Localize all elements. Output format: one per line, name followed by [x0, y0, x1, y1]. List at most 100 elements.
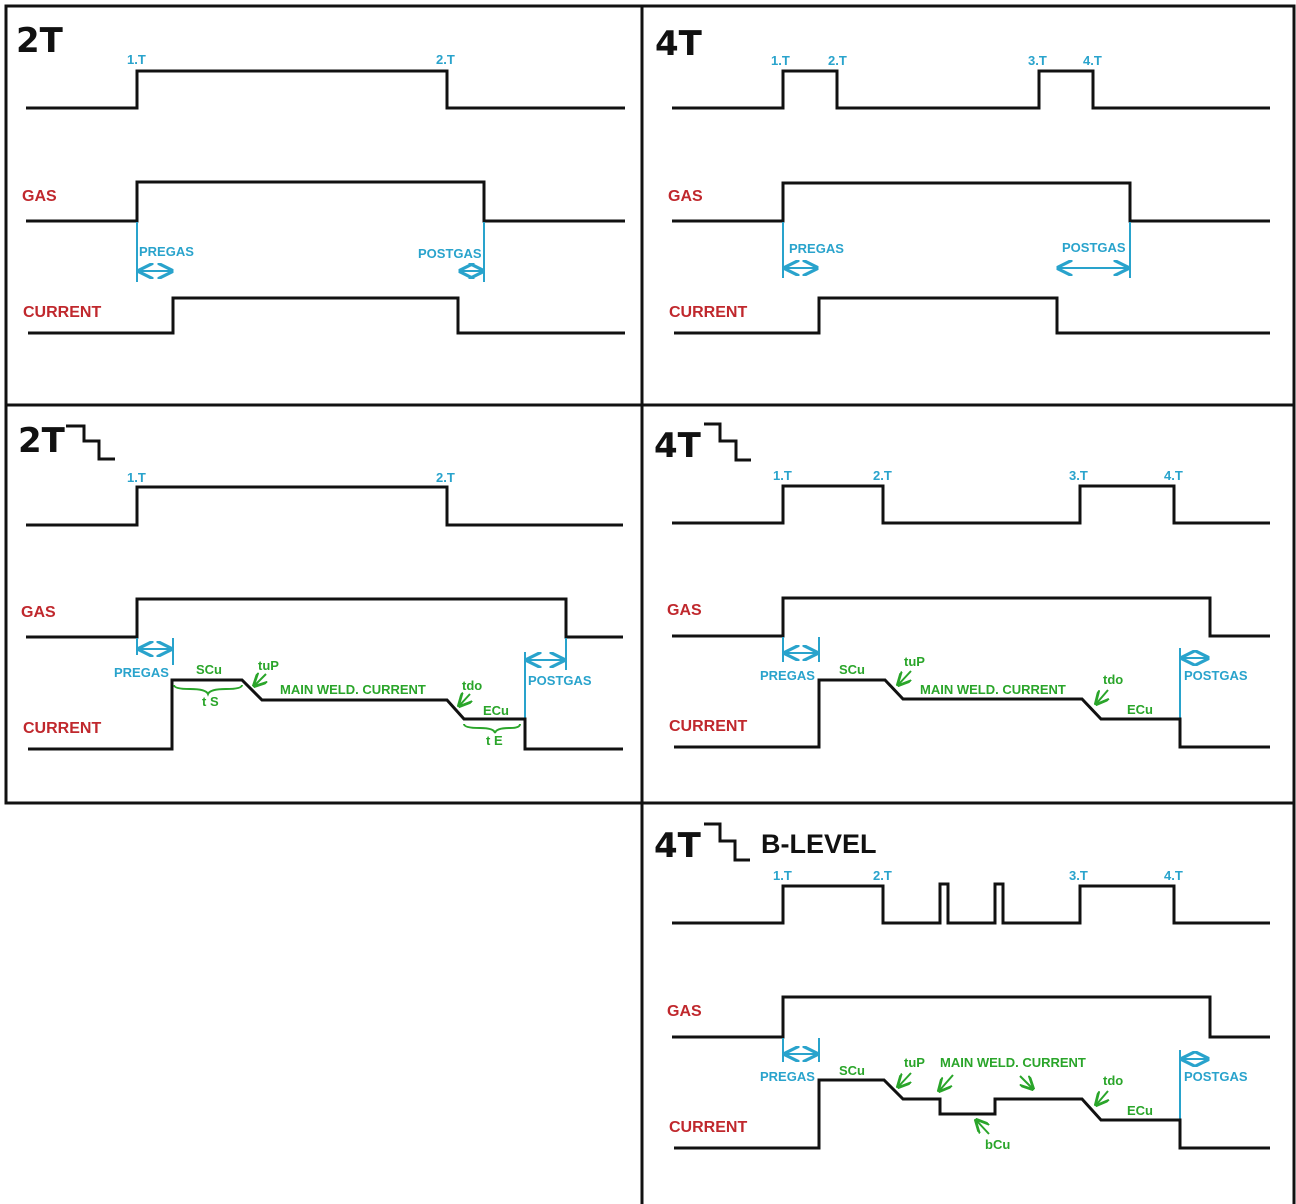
start-current-label: SCu	[839, 1063, 865, 1078]
main-current-arrow-right	[1020, 1076, 1033, 1089]
current-label: CURRENT	[669, 718, 747, 735]
upslope-label: tuP	[258, 658, 279, 673]
postgas-label: POSTGAS	[528, 673, 592, 688]
downslope-label: tdo	[462, 678, 482, 693]
gas-signal	[672, 596, 1270, 638]
postgas-label: POSTGAS	[418, 246, 482, 261]
pregas-label: PREGAS	[789, 241, 844, 256]
panel-frames	[4, 4, 1296, 1204]
panel-title: 4T	[655, 24, 703, 64]
start-current-label: SCu	[839, 662, 865, 677]
gas-signal	[26, 597, 623, 639]
upslope-label: tuP	[904, 654, 925, 669]
slope-symbol-icon	[704, 822, 750, 862]
end-time-brace	[463, 723, 521, 734]
panel-title: 2T	[18, 421, 66, 461]
downslope-label: tdo	[1103, 672, 1123, 687]
current-label: CURRENT	[23, 304, 101, 321]
panel-4t-b-level: 4T B-LEVEL 1.T 2.T 3.T 4.T GAS PREGAS PO…	[654, 822, 1270, 1152]
panel-title: 2T	[16, 21, 64, 61]
main-weld-current-label: MAIN WELD. CURRENT	[920, 682, 1066, 697]
start-current-label: SCu	[196, 662, 222, 677]
downslope-arrow	[459, 694, 470, 706]
gas-label: GAS	[22, 188, 57, 205]
trigger-label-1: 1.T	[773, 468, 792, 483]
trigger-label-2: 2.T	[436, 52, 455, 67]
panel-2t: 2T 1.T 2.T GAS PREGAS POSTGAS CURRENT	[16, 21, 625, 335]
upslope-arrow	[254, 674, 266, 686]
pregas-label: PREGAS	[114, 665, 169, 680]
downslope-arrow	[1096, 1090, 1108, 1105]
current-signal	[674, 1078, 1270, 1150]
main-current-arrow-left	[939, 1074, 954, 1091]
gas-signal	[672, 995, 1270, 1039]
trigger-label-2: 2.T	[873, 868, 892, 883]
panel-frame-4t-slope	[640, 403, 1296, 805]
slope-symbol-icon	[704, 422, 751, 462]
postgas-label: POSTGAS	[1184, 1069, 1248, 1084]
start-time-label: t S	[202, 694, 219, 709]
trigger-label-2: 2.T	[873, 468, 892, 483]
start-time-brace	[173, 684, 243, 697]
main-weld-current-label: MAIN WELD. CURRENT	[940, 1055, 1086, 1070]
b-current-label: bCu	[985, 1137, 1010, 1152]
gas-label: GAS	[667, 1003, 702, 1020]
end-time-label: t E	[486, 733, 503, 748]
panel-title: 4T	[654, 426, 702, 466]
pregas-label: PREGAS	[760, 668, 815, 683]
trigger-label-2: 2.T	[436, 470, 455, 485]
end-current-label: ECu	[1127, 702, 1153, 717]
trigger-label-3: 3.T	[1028, 53, 1047, 68]
downslope-arrow	[1096, 689, 1108, 704]
trigger-label-3: 3.T	[1069, 868, 1088, 883]
panel-title-suffix: B-LEVEL	[761, 829, 877, 859]
gas-label: GAS	[21, 604, 56, 621]
current-label: CURRENT	[669, 1119, 747, 1136]
trigger-label-4: 4.T	[1164, 868, 1183, 883]
panel-frame-4t	[640, 4, 1296, 407]
upslope-arrow	[898, 670, 912, 685]
end-current-label: ECu	[483, 703, 509, 718]
current-signal	[674, 296, 1270, 335]
trigger-label-4: 4.T	[1083, 53, 1102, 68]
trigger-label-2: 2.T	[828, 53, 847, 68]
trigger-label-1: 1.T	[127, 52, 146, 67]
b-current-arrow	[976, 1120, 990, 1135]
panel-2t-slope: 2T 1.T 2.T GAS PREGAS POSTGAS CURRENT SC…	[18, 421, 623, 751]
gas-label: GAS	[668, 188, 703, 205]
gas-signal	[26, 180, 625, 223]
gas-signal	[672, 181, 1270, 223]
slope-symbol-icon	[66, 424, 115, 461]
current-signal	[28, 296, 625, 335]
current-label: CURRENT	[669, 304, 747, 321]
current-signal	[28, 678, 623, 751]
trigger-signal	[672, 69, 1270, 110]
panel-4t-slope: 4T 1.T 2.T 3.T 4.T GAS PREGAS POSTGAS CU…	[654, 422, 1270, 749]
trigger-label-1: 1.T	[773, 868, 792, 883]
trigger-label-4: 4.T	[1164, 468, 1183, 483]
pregas-label: PREGAS	[760, 1069, 815, 1084]
trigger-label-1: 1.T	[771, 53, 790, 68]
trigger-signal	[26, 69, 625, 110]
trigger-signal	[26, 485, 623, 527]
panel-title: 4T	[654, 826, 702, 866]
downslope-label: tdo	[1103, 1073, 1123, 1088]
main-weld-current-label: MAIN WELD. CURRENT	[280, 682, 426, 697]
postgas-label: POSTGAS	[1184, 668, 1248, 683]
pregas-label: PREGAS	[139, 244, 194, 259]
upslope-arrow	[898, 1072, 912, 1087]
panel-frame-2t	[4, 4, 644, 407]
end-current-label: ECu	[1127, 1103, 1153, 1118]
gas-label: GAS	[667, 602, 702, 619]
trigger-label-1: 1.T	[127, 470, 146, 485]
current-label: CURRENT	[23, 720, 101, 737]
trigger-signal	[672, 484, 1270, 525]
panel-frame-2t-slope	[4, 403, 644, 805]
postgas-label: POSTGAS	[1062, 240, 1126, 255]
trigger-label-3: 3.T	[1069, 468, 1088, 483]
upslope-label: tuP	[904, 1055, 925, 1070]
current-signal	[674, 678, 1270, 749]
trigger-signal	[672, 882, 1270, 925]
panel-4t: 4T 1.T 2.T 3.T 4.T GAS PREGAS POSTGAS CU…	[655, 24, 1270, 335]
